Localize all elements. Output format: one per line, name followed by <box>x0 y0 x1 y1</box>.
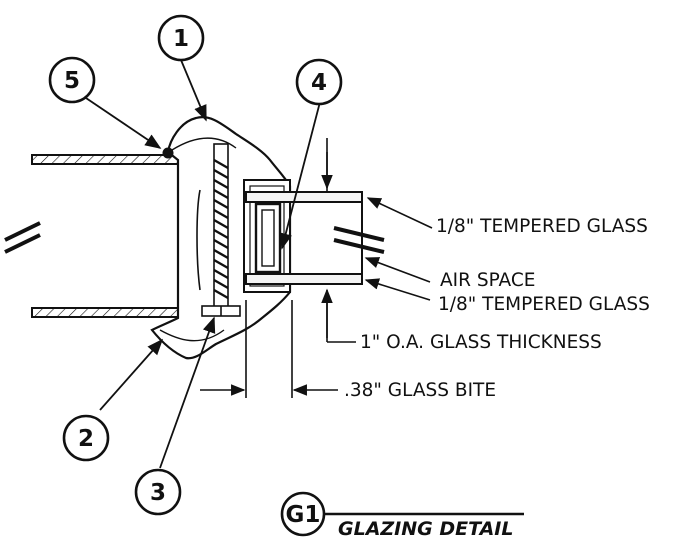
callout-leaders <box>82 59 321 469</box>
insulated-glass-unit <box>245 191 363 285</box>
svg-text:1: 1 <box>173 26 189 52</box>
note-air-space: AIR SPACE <box>440 270 536 291</box>
callout-5: 5 <box>48 56 96 104</box>
detail-tag: G1 <box>286 502 321 528</box>
note-glass-inner: 1/8" TEMPERED GLASS <box>438 294 650 315</box>
fastener-screw <box>196 143 241 317</box>
svg-text:5: 5 <box>64 68 80 94</box>
svg-text:3: 3 <box>150 480 166 506</box>
svg-text:4: 4 <box>311 70 327 96</box>
svg-text:2: 2 <box>78 426 94 452</box>
callout-2: 2 <box>62 414 110 462</box>
callout-1: 1 <box>157 14 205 62</box>
note-leaders <box>364 197 433 301</box>
detail-title: GLAZING DETAIL <box>338 518 513 539</box>
note-thickness: 1" O.A. GLASS THICKNESS <box>360 332 602 353</box>
note-glass-outer: 1/8" TEMPERED GLASS <box>436 216 648 237</box>
frame-tube <box>31 150 197 322</box>
dimension-lines <box>200 138 356 398</box>
callout-3: 3 <box>134 468 182 516</box>
callout-4: 4 <box>295 58 343 106</box>
break-symbol-left <box>4 221 41 254</box>
note-glass-bite: .38" GLASS BITE <box>344 380 496 401</box>
detail-title-block: G1 GLAZING DETAIL <box>280 491 524 540</box>
break-symbol-right <box>333 226 385 254</box>
